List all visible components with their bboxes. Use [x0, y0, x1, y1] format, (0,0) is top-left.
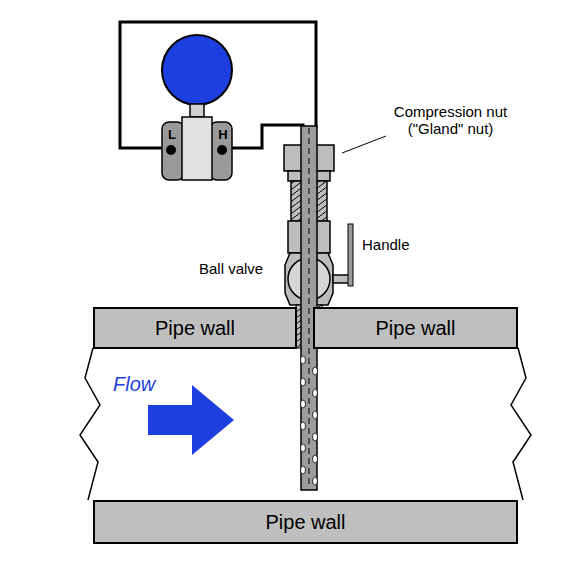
probe-centerline [309, 128, 310, 488]
part-label: Handle [362, 236, 410, 253]
leader-line [342, 136, 386, 153]
flow-arrow [148, 385, 234, 455]
wall-label: Pipe wall [375, 317, 455, 340]
wall-label: Pipe wall [155, 317, 235, 340]
wall-label: Pipe wall [265, 511, 345, 534]
pipe-wall-band: Pipe wall [93, 500, 518, 544]
valve-handle [348, 224, 353, 286]
pipe-wall-band: Pipe wall [93, 307, 297, 349]
transmitter-neck [190, 104, 204, 117]
transmitter-head [162, 35, 232, 105]
port-high [217, 145, 227, 155]
pipe-break [511, 348, 531, 500]
port-label: H [217, 128, 229, 143]
pipe-wall-band: Pipe wall [313, 307, 518, 349]
port-label: L [166, 128, 178, 143]
transmitter-body [182, 117, 212, 180]
pipe-break [80, 348, 100, 500]
transmitter-flange [162, 122, 184, 180]
flow-label: Flow [113, 373, 155, 396]
probe-holes [301, 356, 318, 485]
transmitter-flange [210, 122, 232, 180]
port-low [166, 145, 176, 155]
part-label: Compression nut ("Gland" nut) [378, 103, 523, 138]
part-label: Ball valve [199, 260, 263, 277]
